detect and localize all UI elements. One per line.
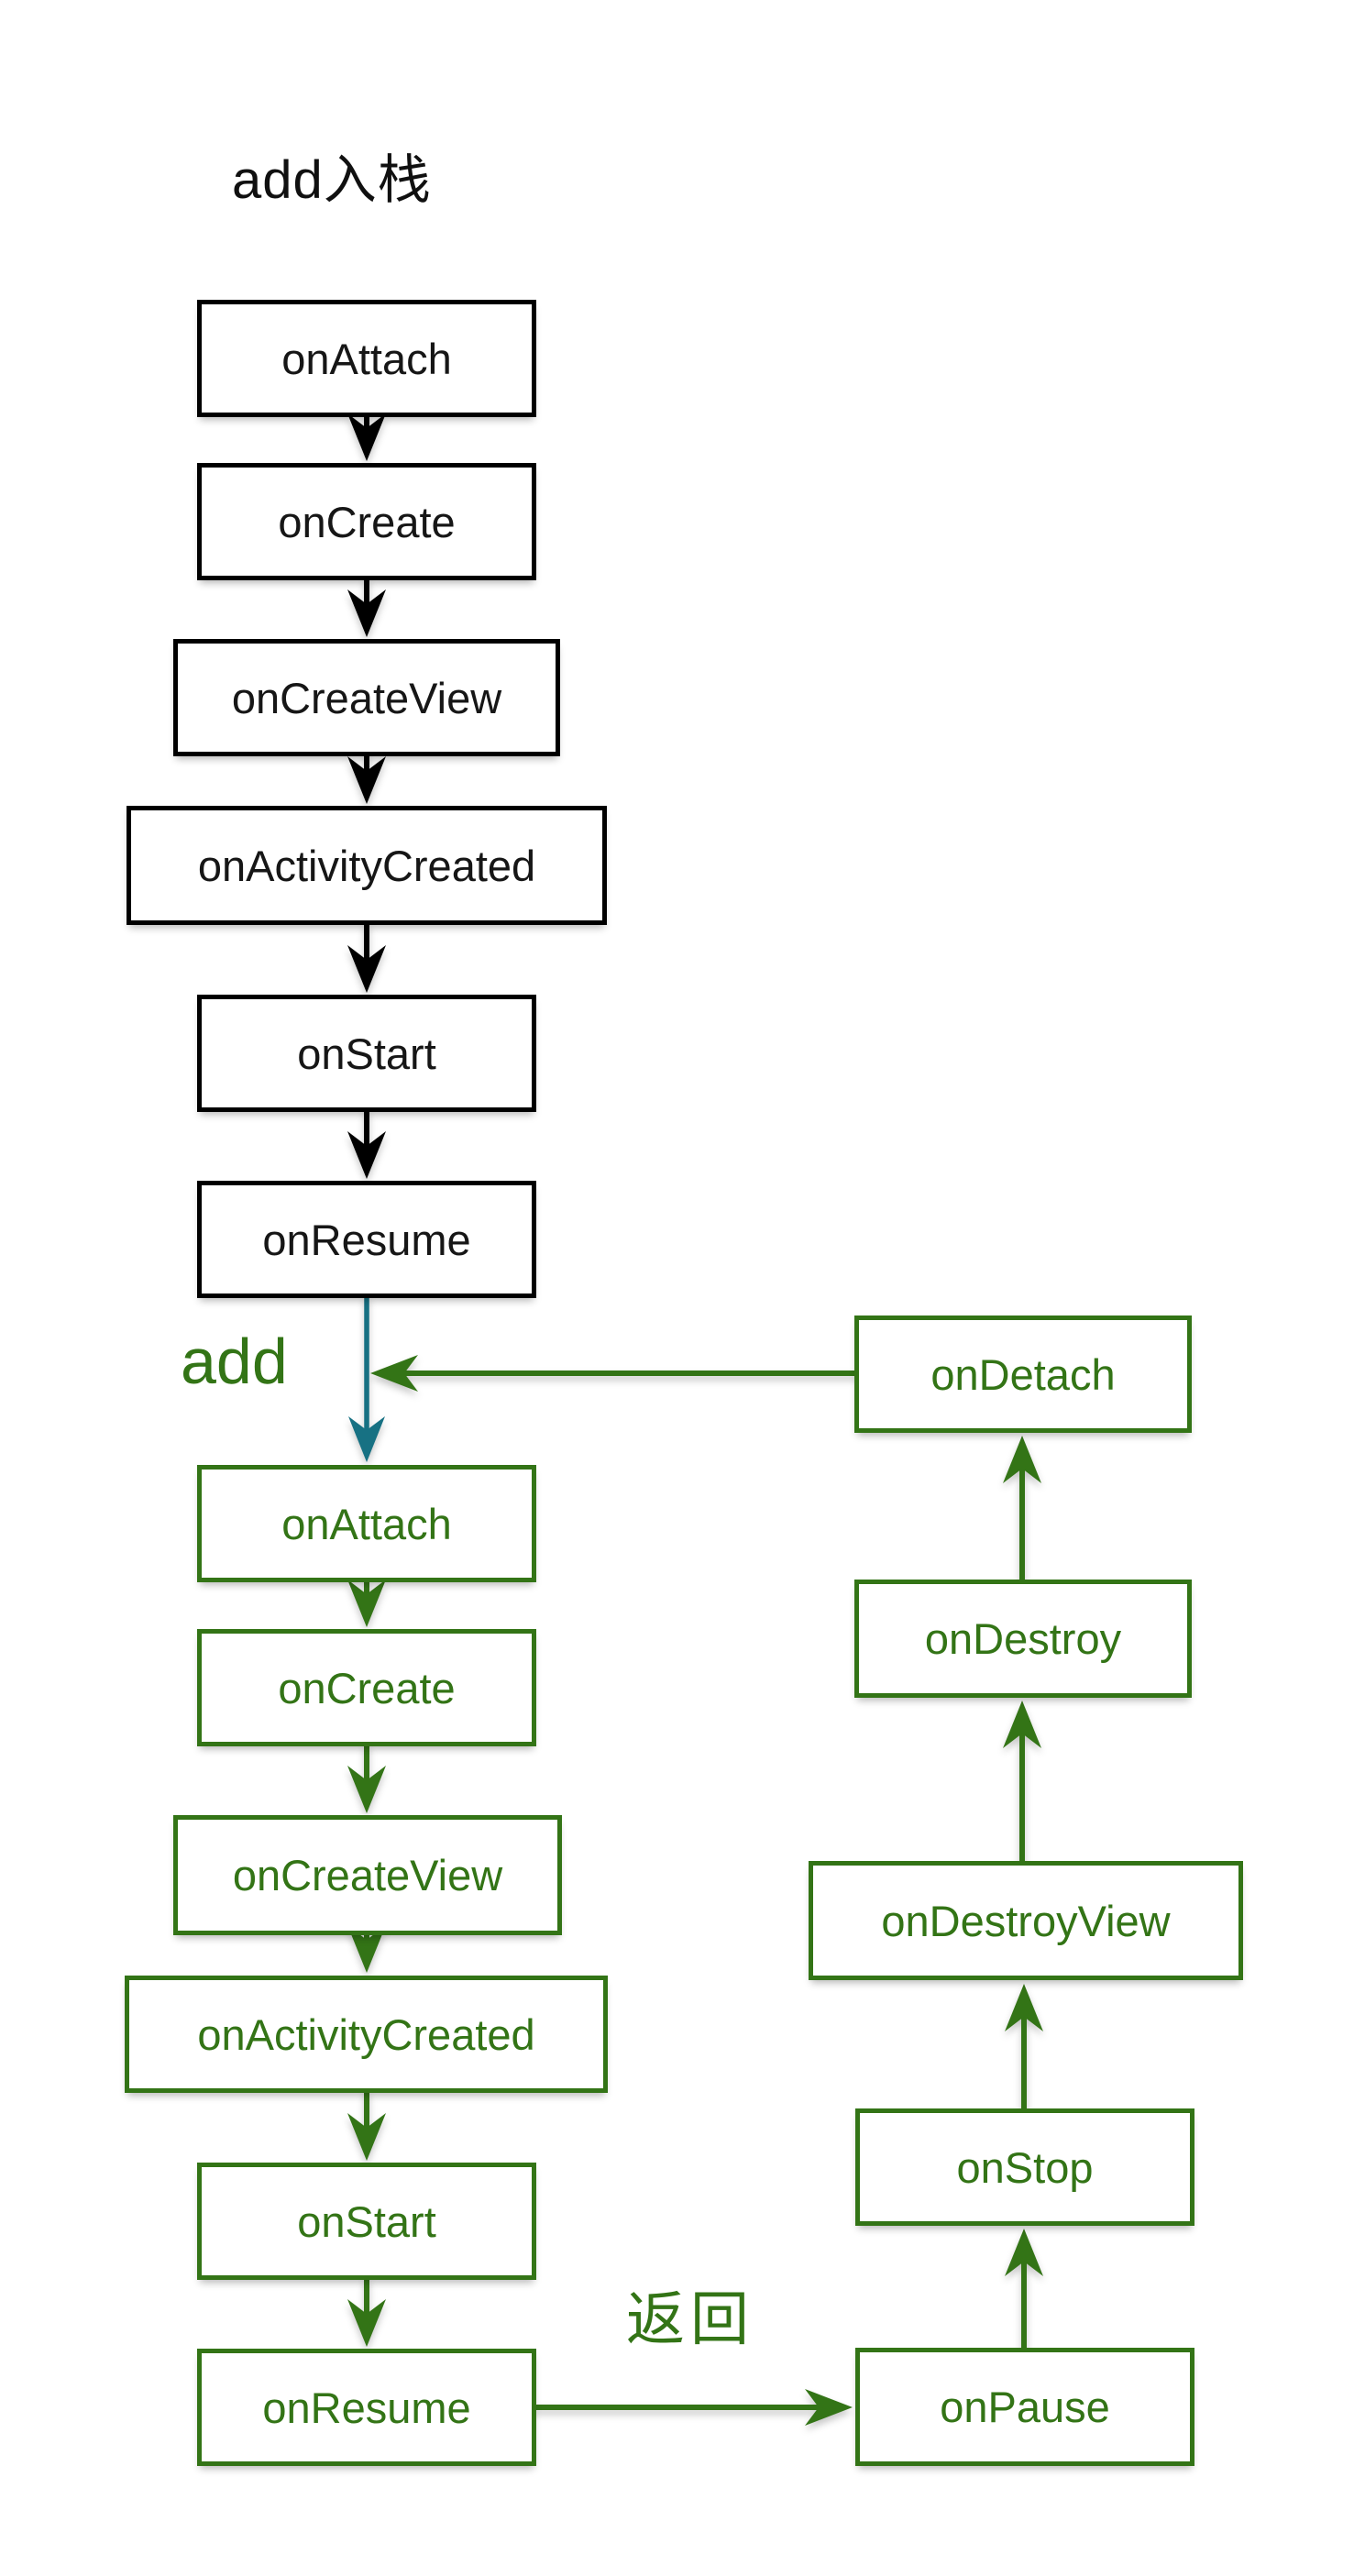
arrow-onstop-to-ondestroyview	[1005, 1984, 1043, 2111]
node-label: onCreate	[278, 1663, 456, 1712]
node-label: onDestroy	[924, 1614, 1122, 1663]
node-add-onactivitycreated: onActivityCreated	[125, 1976, 608, 2093]
node-teardown-ondestroy: onDestroy	[854, 1580, 1192, 1698]
node-label: onDetach	[930, 1349, 1116, 1399]
node-label: onCreateView	[231, 673, 502, 722]
arrow-push-onactivitycreated-to-onstart	[347, 922, 386, 993]
node-add-onresume: onResume	[197, 2349, 536, 2466]
arrow-add-transition	[348, 1295, 385, 1462]
node-add-oncreateview: onCreateView	[173, 1815, 562, 1935]
node-push-onstart: onStart	[197, 995, 536, 1112]
node-label: onStop	[956, 2142, 1094, 2192]
node-label: onAttach	[281, 1499, 452, 1548]
arrow-add-oncreate-to-oncreateview	[347, 1744, 386, 1813]
arrow-push-onattach-to-oncreate	[347, 413, 386, 461]
node-push-onactivitycreated: onActivityCreated	[127, 806, 607, 925]
node-label: onStart	[297, 1029, 436, 1078]
node-label: onAttach	[281, 334, 452, 383]
node-label: onCreateView	[232, 1851, 503, 1899]
add-edge-label: add	[181, 1326, 288, 1397]
arrow-add-onattach-to-oncreate	[347, 1580, 386, 1627]
node-add-oncreate: onCreate	[197, 1629, 536, 1746]
node-teardown-ondestroyview: onDestroyView	[809, 1861, 1243, 1980]
diagram-title: add入栈	[232, 150, 432, 210]
arrow-push-oncreateview-to-onactivitycreated	[347, 753, 386, 804]
node-label: onDestroyView	[881, 1896, 1171, 1945]
node-label: onResume	[262, 2383, 471, 2432]
node-teardown-onstop: onStop	[855, 2108, 1194, 2226]
node-label: onPause	[940, 2383, 1110, 2431]
node-label: onStart	[297, 2196, 436, 2246]
arrow-onresume-to-onpause	[534, 2389, 853, 2426]
arrow-ondetach-to-add-junction	[370, 1355, 857, 1392]
node-teardown-onpause: onPause	[855, 2348, 1194, 2466]
node-push-onattach: onAttach	[197, 300, 536, 417]
arrow-push-onstart-to-onresume	[347, 1109, 386, 1179]
node-label: onActivityCreated	[197, 841, 536, 890]
arrow-onpause-to-onstop	[1005, 2229, 1043, 2350]
arrow-ondestroyview-to-ondestroy	[1003, 1701, 1041, 1864]
node-add-onstart: onStart	[197, 2163, 536, 2280]
node-add-onattach: onAttach	[197, 1465, 536, 1582]
node-push-onresume: onResume	[197, 1181, 536, 1298]
node-push-oncreateview: onCreateView	[173, 639, 560, 756]
node-label: onActivityCreated	[197, 2009, 535, 2059]
arrow-add-onstart-to-onresume	[347, 2277, 386, 2347]
arrow-add-onactivitycreated-to-onstart	[347, 2090, 386, 2161]
back-edge-label: 返回	[626, 2286, 754, 2352]
arrow-ondestroy-to-ondetach	[1003, 1436, 1041, 1582]
node-label: onCreate	[278, 497, 456, 546]
node-push-oncreate: onCreate	[197, 463, 536, 580]
arrow-push-oncreate-to-oncreateview	[347, 578, 386, 637]
node-label: onResume	[262, 1215, 471, 1264]
node-teardown-ondetach: onDetach	[854, 1316, 1192, 1433]
